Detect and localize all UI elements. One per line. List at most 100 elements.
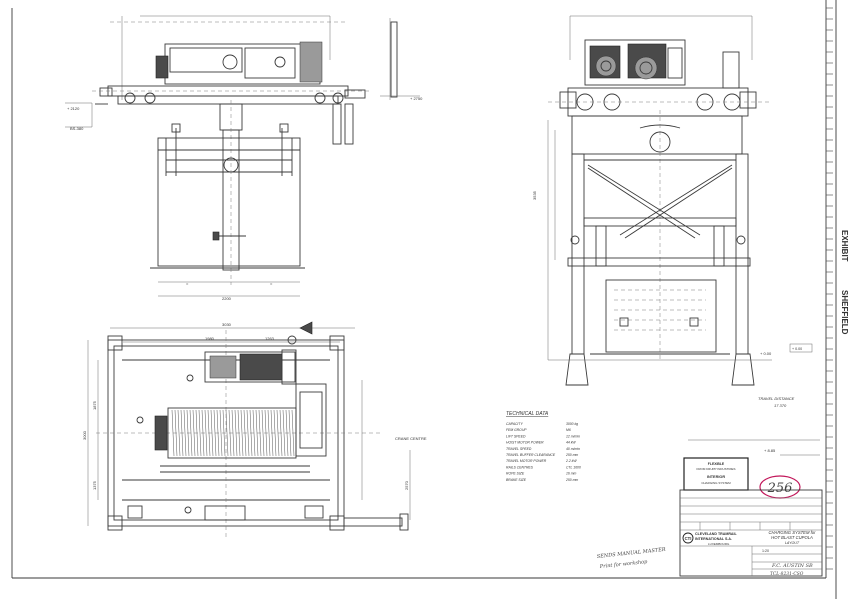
tech-data-label: HOIST MOTOR POWER [506,441,544,445]
side-text-lower: SHEFFIELD [840,290,849,335]
handwritten-note: SENDS MANUAL MASTER Print for workshop [597,547,667,570]
company-name-line-1: CLEVELAND TRAMRAIL [695,532,738,536]
drum-rope-line [270,409,274,457]
tech-data-label: CAPACITY [506,422,523,426]
drum-rope-line [198,409,202,457]
svg-text:=: = [270,281,273,286]
drum-rope-line [174,409,178,457]
drum-rope-line [219,409,223,457]
tech-data-label: TRAVEL BUFFER CLEARANCE [506,453,556,457]
drum-rope-line [279,409,283,457]
drum-rope-line [231,409,235,457]
travel-distance-note: TRAVEL DISTANCE 17 370 + 8.85 [688,396,820,456]
edge-ruler [826,7,833,570]
svg-text:+ 0.00: + 0.00 [792,347,802,351]
circled-number-text: 256 [767,481,793,496]
circled-sheet-number: 256 [759,475,801,499]
svg-text:2200: 2200 [222,296,232,301]
tech-data-label: RAILS CENTRES [506,465,534,469]
svg-text:3535: 3535 [532,190,537,200]
drum-rope-line [201,409,205,457]
drawing-title-line-3: LAYOUT [785,541,800,545]
drum-rope-line [192,409,196,457]
svg-text:+ 2120: + 2120 [67,106,80,111]
tech-data-label: LIFT SPEED [506,434,526,438]
drum-rope-line [216,409,220,457]
tech-data-value: 44 kW [566,441,576,445]
company-logo: CTI [685,536,692,541]
tech-data-label: FEM GROUP [506,428,527,432]
drum-rope-line [234,409,238,457]
drum-rope-line [207,409,211,457]
drum-rope-line [183,409,187,457]
svg-text:BS-380: BS-380 [70,126,84,131]
travel-distance-label: TRAVEL DISTANCE [758,396,795,401]
drum-rope-line [255,409,259,457]
drum-rope-line [276,409,280,457]
svg-text:3000: 3000 [82,430,87,440]
drum-rope-line [213,409,217,457]
svg-text:+ 0.00: + 0.00 [760,351,772,356]
drum-rope-line [261,409,265,457]
company-name-line-2: INTERNATIONAL S.A. [695,537,732,541]
travel-distance-value: 17 370 [774,403,787,408]
drum-rope-line [177,409,181,457]
title-block: CTI CLEVELAND TRAMRAIL INTERNATIONAL S.A… [679,489,823,577]
stamp-line-2: FROM KRUPP INDUSTRIES [697,467,736,471]
svg-text:1980: 1980 [205,336,215,341]
tech-data-label: ROPE SIZE [506,472,525,476]
drawing-title-line-1: CHARGING SYSTEM for [769,530,817,535]
drum-rope-line [180,409,184,457]
handwritten-note-2: Print for workshop [599,559,649,570]
drawing-number: TCL-8231-CSO [770,572,804,577]
drum-rope-line [252,409,256,457]
drawing-scale: 1:20 [762,549,769,553]
drum-rope-line [186,409,190,457]
tech-data-value: 16 mm [566,472,577,476]
company-name-line-3: LUXEMBOURG [708,542,730,546]
drum-rope-line [264,409,268,457]
svg-text:1375: 1375 [92,480,97,490]
side-elevation-view: + 2120 BS-380 + 2750 = = 2200 [65,15,423,301]
drum-rope-line [288,409,292,457]
stamp-line-3: INTERIOR [707,475,725,479]
stamp-line-4: CHARGING SYSTEM [701,481,731,485]
handwritten-note-1: SENDS MANUAL MASTER [597,547,667,560]
drum-rope-line [246,409,250,457]
drum-rope-line [171,409,175,457]
end-elevation-view: 3535 + 0.00 + 0.00 [532,15,813,386]
drum-rope-line [210,409,214,457]
tech-data-value: 2.2 kW [565,459,577,463]
tech-data-label: TRAVEL MOTOR POWER [506,459,547,463]
tech-data-value: 40 m/min [566,447,580,451]
tech-data-label: TRAVEL SPEED [506,447,532,451]
svg-text:1263: 1263 [265,336,275,341]
approval-stamp: FLEXIBLE FROM KRUPP INDUSTRIES INTERIOR … [683,457,749,491]
drum-rope-line [228,409,232,457]
drum-rope-line [195,409,199,457]
drum-rope-line [204,409,208,457]
drawing-title-line-2: HOT BLAST CUPOLA [771,535,813,540]
drum-rope-line [222,409,226,457]
tech-data-value: M6 [566,428,571,432]
tech-data-value: CTL 1600 [566,465,581,469]
drum-rope-line [237,409,241,457]
side-margin-text: EXHIBIT SHEFFIELD [840,230,849,335]
svg-text:1875: 1875 [92,400,97,410]
plan-view: 3030 1980 1263 [82,321,427,540]
drum-rope-line [243,409,247,457]
svg-text:+ 2750: + 2750 [410,96,423,101]
drum-rope-line [225,409,229,457]
stamp-line-1: FLEXIBLE [708,462,725,466]
sheet-border [11,0,837,599]
drum-rope-line [273,409,277,457]
customer-name: F.C. AUSTIN SB [771,563,813,569]
svg-text:3030: 3030 [222,322,232,327]
svg-text:=: = [186,281,189,286]
drum-rope-line [240,409,244,457]
tech-data-value: 250 mm [565,453,578,457]
crane-centre-label: CRANE CENTRE [395,436,427,441]
svg-text:2570: 2570 [404,480,409,490]
